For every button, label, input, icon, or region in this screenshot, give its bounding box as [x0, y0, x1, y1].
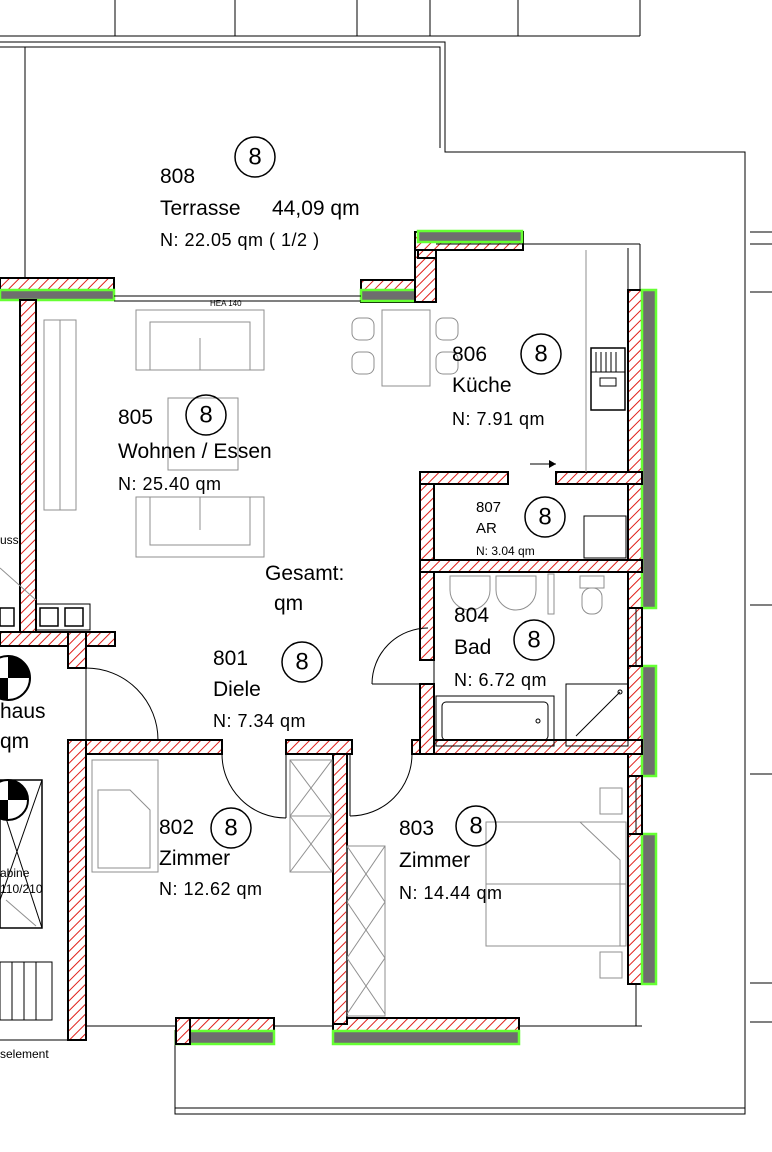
- room-badges: 8 8 8 8 8 8 8 8: [185, 136, 566, 849]
- room-net-bad: N: 6.72 qm: [454, 670, 547, 690]
- room-name-ar: AR: [476, 520, 497, 537]
- badge-terrasse: 8: [248, 144, 261, 171]
- edge-label-haus: haus: [0, 700, 46, 723]
- edge-label-kabine: abine: [0, 866, 30, 880]
- room-net-zimmer802: N: 12.62 qm: [159, 879, 263, 899]
- badge-bad: 8: [527, 627, 540, 654]
- walls: [0, 229, 658, 1046]
- room-number-zimmer803: 803: [399, 817, 434, 840]
- room-number-wohnen: 805: [118, 406, 153, 429]
- room-net-ar: N: 3.04 qm: [476, 544, 535, 558]
- room-net-zimmer803: N: 14.44 qm: [399, 883, 503, 903]
- room-net-wohnen: N: 25.40 qm: [118, 474, 222, 494]
- furniture: [0, 250, 629, 1041]
- room-name-zimmer802: Zimmer: [159, 847, 230, 870]
- room-number-zimmer802: 802: [159, 816, 194, 839]
- room-number-bad: 804: [454, 604, 489, 627]
- badge-zimmer802: 8: [224, 815, 237, 842]
- room-net-diele: N: 7.34 qm: [213, 711, 306, 731]
- room-name-terrasse: Terrasse: [160, 197, 241, 220]
- badge-diele: 8: [295, 649, 308, 676]
- partitions: [86, 243, 642, 1027]
- room-name-diele: Diele: [213, 678, 261, 701]
- edge-label-element: selement: [0, 1047, 49, 1061]
- edge-label-uss: uss: [0, 533, 19, 547]
- room-name-wohnen: Wohnen / Essen: [118, 440, 272, 463]
- room-number-terrasse: 808: [160, 165, 195, 188]
- gesamt-label: Gesamt:: [265, 562, 344, 585]
- room-labels: 808 Terrasse 44,09 qm N: 22.05 qm ( 1/2 …: [0, 165, 547, 1061]
- edge-label-qm: qm: [0, 730, 29, 753]
- badge-kueche: 8: [534, 341, 547, 368]
- terrace-outline: [0, 41, 772, 1115]
- gesamt-unit: qm: [274, 592, 303, 615]
- room-area-terrasse: 44,09 qm: [272, 197, 360, 220]
- beam-label: HEA 140: [210, 299, 242, 308]
- badge-wohnen: 8: [199, 402, 212, 429]
- edge-label-kabine-size: 110/210: [0, 882, 43, 896]
- badge-ar: 8: [538, 504, 551, 531]
- doors: [85, 460, 556, 819]
- top-edge-lines: [0, 0, 641, 37]
- badge-zimmer803: 8: [469, 813, 482, 840]
- room-name-zimmer803: Zimmer: [399, 849, 470, 872]
- room-number-ar: 807: [476, 499, 501, 516]
- room-number-diele: 801: [213, 647, 248, 670]
- room-name-bad: Bad: [454, 636, 491, 659]
- room-net-kueche: N: 7.91 qm: [452, 409, 545, 429]
- lift-symbol-icon: [0, 655, 31, 821]
- room-net-terrasse: N: 22.05 qm ( 1/2 ): [160, 230, 320, 250]
- room-name-kueche: Küche: [452, 374, 512, 397]
- room-number-kueche: 806: [452, 343, 487, 366]
